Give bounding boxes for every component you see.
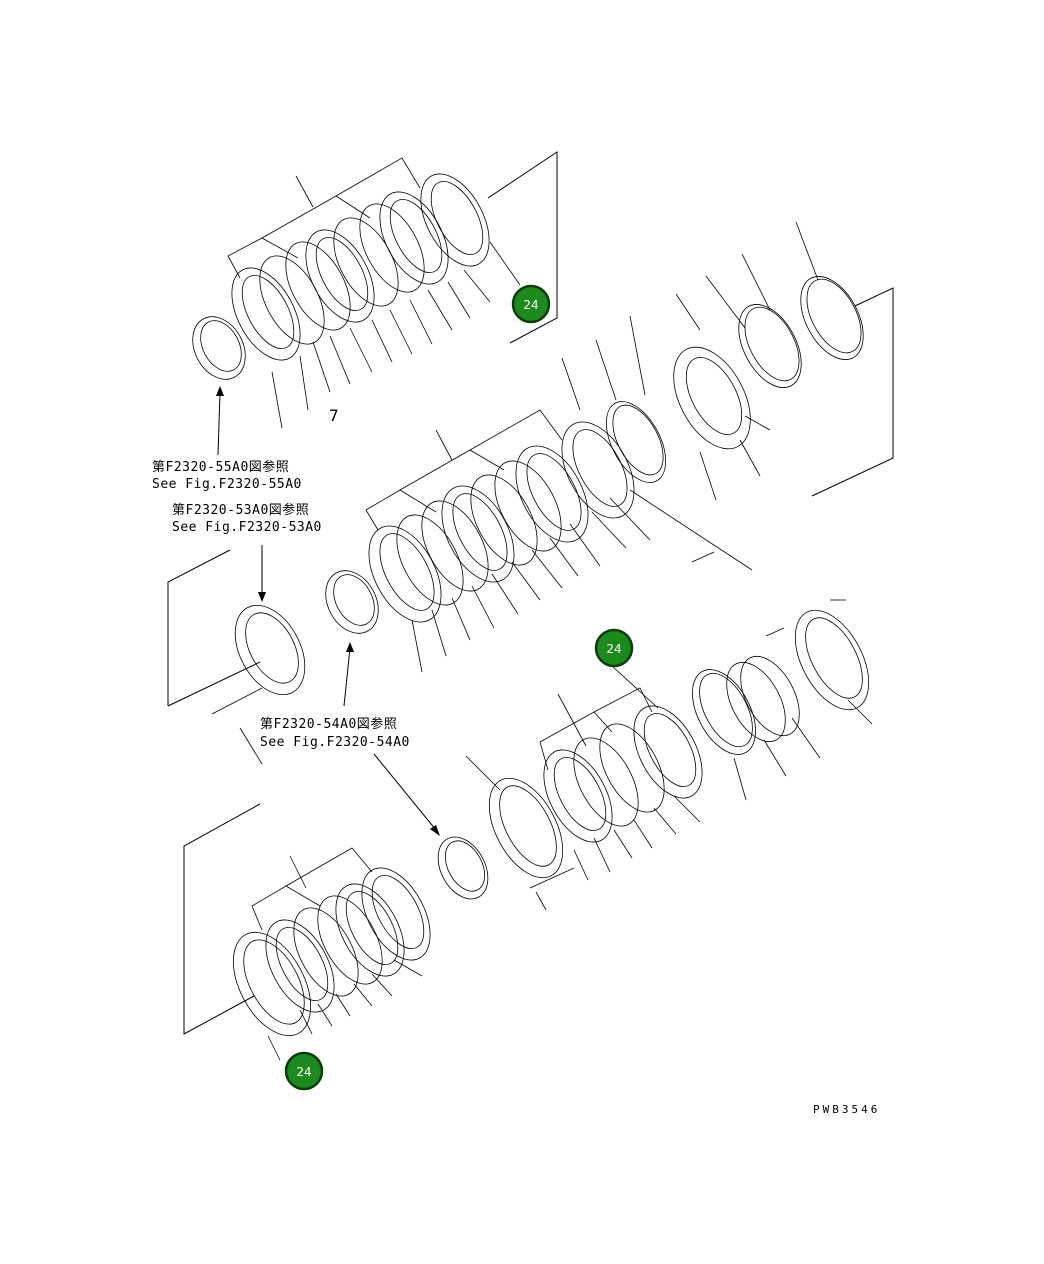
reference-note-jp: 第F2320-55A0図参照 <box>152 459 289 475</box>
middle-clutch-pack <box>167 221 894 765</box>
top-clutch-pack <box>192 151 558 456</box>
reference-note-en: See Fig.F2320-53A0 <box>172 520 322 535</box>
drawing-id: PWB3546 <box>813 1103 880 1116</box>
callout-badge-label: 24 <box>296 1065 311 1079</box>
reference-note-jp: 第F2320-53A0図参照 <box>172 502 309 518</box>
reference-note-en: See Fig.F2320-55A0 <box>152 477 302 492</box>
callout-badge[interactable]: 24 <box>511 284 551 324</box>
reference-note-54a0: 第F2320-54A0図参照 See Fig.F2320-54A0 <box>260 716 410 750</box>
reference-note-53a0: 第F2320-53A0図参照 See Fig.F2320-53A0 <box>172 502 322 535</box>
reference-note-55a0: 第F2320-55A0図参照 See Fig.F2320-55A0 <box>152 459 302 492</box>
lower-right-clutch-pack <box>373 609 873 911</box>
callout-badge[interactable]: 24 <box>594 628 634 668</box>
reference-note-en: See Fig.F2320-54A0 <box>260 735 410 750</box>
callout-badge-label: 24 <box>523 298 538 312</box>
callout-badge[interactable]: 24 <box>284 1051 324 1091</box>
reference-note-jp: 第F2320-54A0図参照 <box>260 716 397 732</box>
callout-badge-label: 24 <box>606 642 621 656</box>
bottom-left-clutch-pack <box>183 803 431 1061</box>
part-number-label: 7 <box>329 406 339 425</box>
